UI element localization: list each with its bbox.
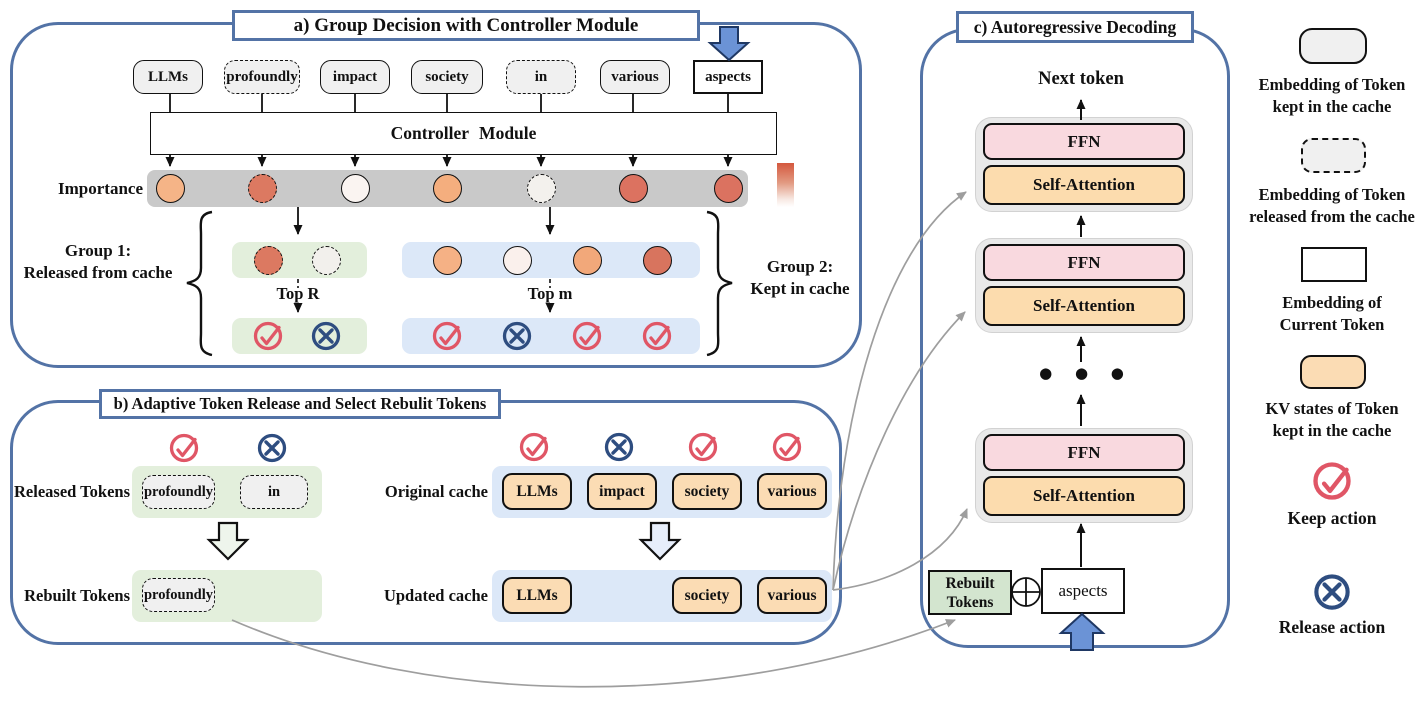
legend-released-embedding-swatch xyxy=(1301,138,1366,173)
legend-release-action-label: Release action xyxy=(1278,617,1386,637)
self-attention-2: Self-Attention xyxy=(983,286,1185,326)
group2-circle-1 xyxy=(432,245,462,275)
original-cache-label: Original cache xyxy=(384,482,488,501)
rebuilt-tokens-input-line2: Tokens xyxy=(946,593,994,611)
ffn-2: FFN xyxy=(983,244,1185,281)
group2-circle-2 xyxy=(502,245,532,275)
legend-keep-action-label: Keep action xyxy=(1287,508,1377,528)
token-aspects-current: aspects xyxy=(693,60,763,94)
legend-kv-state-swatch xyxy=(1300,355,1366,389)
group1-circle-1 xyxy=(253,245,283,275)
legend-kv-state-label: KV states of Token kept in the cache xyxy=(1265,399,1399,440)
legend-current-embedding-swatch xyxy=(1301,247,1367,282)
group2-actions-box xyxy=(402,318,700,354)
importance-label: Importance xyxy=(58,179,143,198)
rebuilt-tokens-input-box: Rebuilt Tokens xyxy=(928,570,1012,615)
group2-label: Group 2: Kept in cache xyxy=(738,256,862,300)
panel-a-title: a) Group Decision with Controller Module xyxy=(232,10,700,41)
legend-current-embedding-label: Embedding of Current Token xyxy=(1279,293,1385,334)
token-society: society xyxy=(411,60,483,94)
rebuilt-tokens-label: Rebuilt Tokens xyxy=(24,586,130,605)
importance-circle-profoundly xyxy=(247,173,277,203)
panel-c-title: c) Autoregressive Decoding xyxy=(956,11,1194,43)
group1-label-line1: Group 1: xyxy=(64,241,132,260)
importance-colorscale xyxy=(777,163,794,207)
legend-kept-embedding-swatch xyxy=(1299,28,1367,64)
controller-module-box: Controller Module xyxy=(150,112,777,155)
importance-circle-in xyxy=(526,173,556,203)
group2-circle-3 xyxy=(572,245,602,275)
updated-token-llms: LLMs xyxy=(502,577,572,614)
ffn-1: FFN xyxy=(983,123,1185,160)
top-r-label: Top R xyxy=(276,284,320,303)
legend-kept-embedding-label: Embedding of Token kept in the cache xyxy=(1258,75,1406,116)
group1-label-line2: Released from cache xyxy=(23,263,173,282)
next-token-label: Next token xyxy=(1038,69,1124,89)
ffn-3: FFN xyxy=(983,434,1185,471)
group2-label-line1: Group 2: xyxy=(766,257,834,276)
layers-ellipsis: ● ● ● xyxy=(1039,364,1133,382)
legend-released-embedding-label: Embedding of Token released from the cac… xyxy=(1249,185,1415,226)
token-in: in xyxy=(506,60,576,94)
released-tokens-label: Released Tokens xyxy=(14,482,130,501)
rebuilt-token-profoundly: profoundly xyxy=(142,578,215,612)
importance-circle-various xyxy=(618,173,648,203)
importance-circle-llms xyxy=(155,173,185,203)
updated-token-society: society xyxy=(672,577,742,614)
released-token-in: in xyxy=(240,475,308,509)
original-token-society: society xyxy=(672,473,742,510)
token-impact: impact xyxy=(320,60,390,94)
updated-token-various: various xyxy=(757,577,827,614)
group1-circles-box xyxy=(232,242,367,278)
panel-b-title: b) Adaptive Token Release and Select Reb… xyxy=(99,389,501,419)
release-icon xyxy=(1316,576,1347,607)
released-token-profoundly: profoundly xyxy=(142,475,215,509)
group2-circle-4 xyxy=(642,245,672,275)
keep-icon xyxy=(1316,465,1349,498)
group1-circle-2 xyxy=(311,245,341,275)
self-attention-1: Self-Attention xyxy=(983,165,1185,205)
original-token-various: various xyxy=(757,473,827,510)
group2-label-line2: Kept in cache xyxy=(750,279,850,298)
self-attention-3: Self-Attention xyxy=(983,476,1185,516)
importance-circle-impact xyxy=(340,173,370,203)
importance-circle-aspects xyxy=(713,173,743,203)
token-profoundly: profoundly xyxy=(224,60,300,94)
current-token-box: aspects xyxy=(1041,568,1125,614)
group1-label: Group 1: Released from cache xyxy=(15,240,181,284)
original-token-llms: LLMs xyxy=(502,473,572,510)
original-token-impact: impact xyxy=(587,473,657,510)
top-m-label: Top m xyxy=(527,284,573,303)
importance-circle-society xyxy=(432,173,462,203)
group1-actions-box xyxy=(232,318,367,354)
token-various: various xyxy=(600,60,670,94)
token-llms: LLMs xyxy=(133,60,203,94)
updated-cache-label: Updated cache xyxy=(383,586,488,605)
rebuilt-tokens-input-line1: Rebuilt xyxy=(945,574,995,592)
